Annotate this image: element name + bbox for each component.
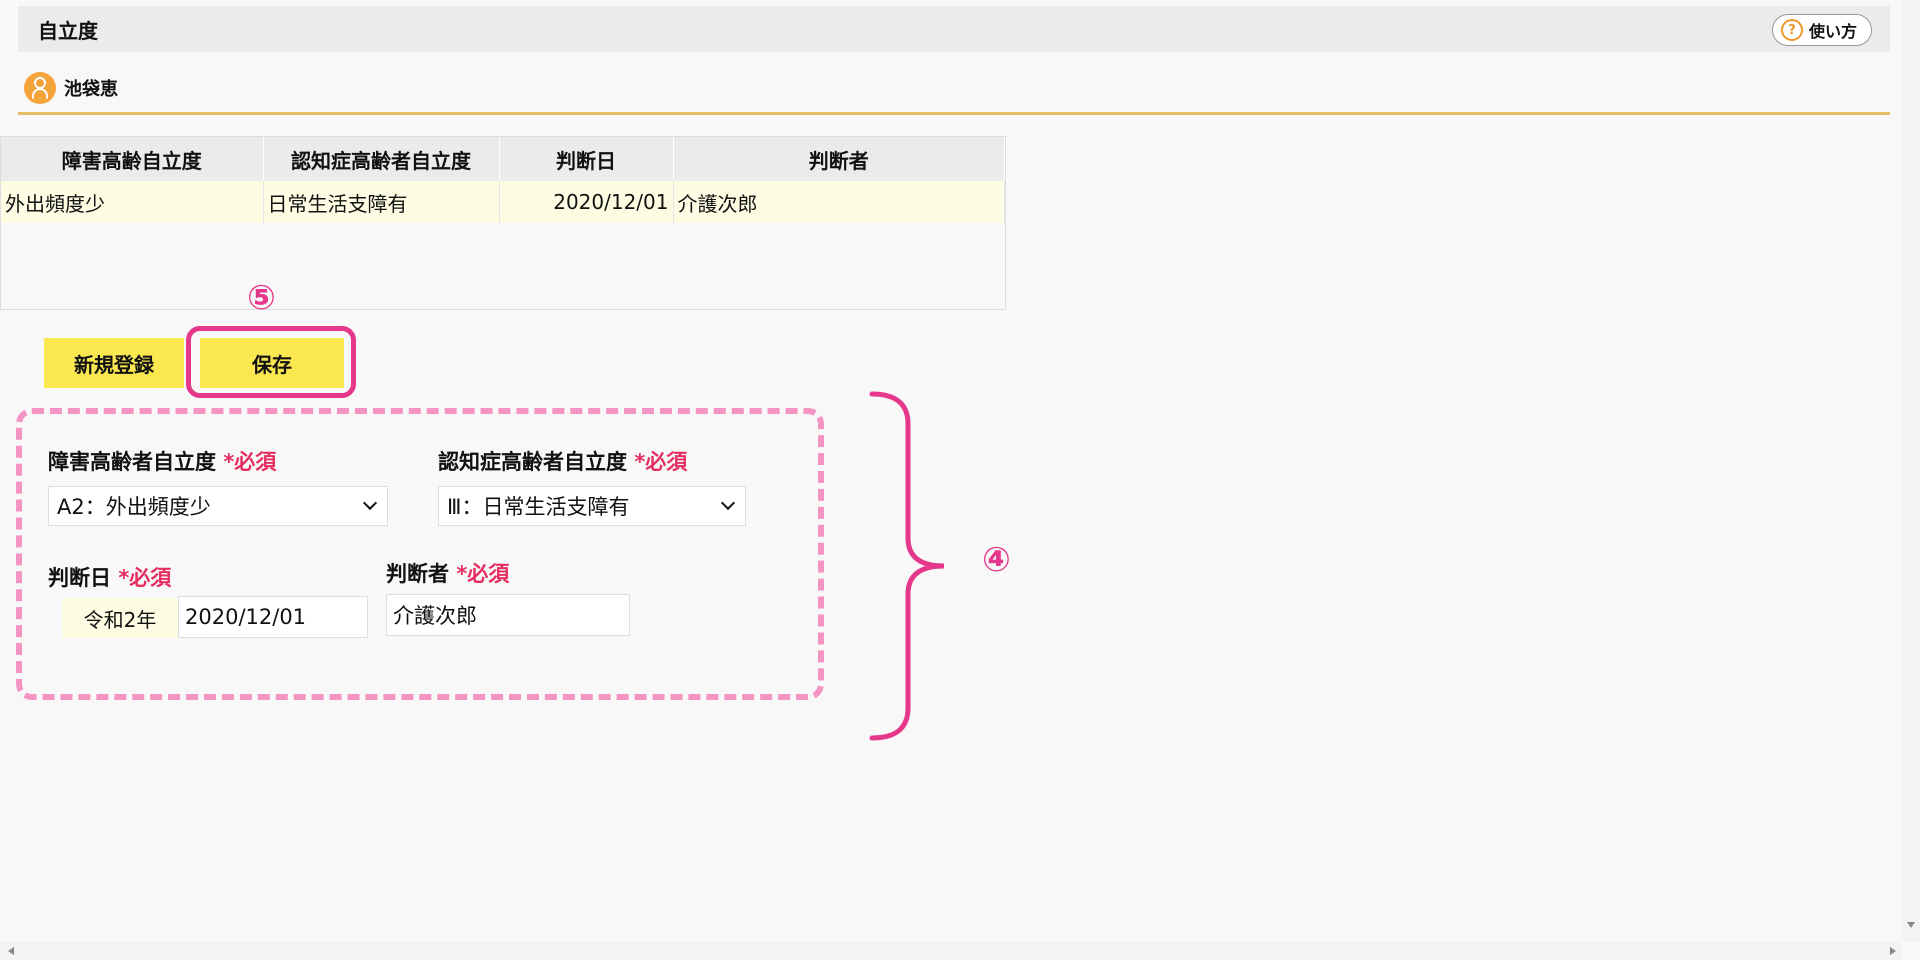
column-header: 判断者 [673, 137, 1005, 181]
disability-level-select[interactable]: A2：外出頻度少 [48, 486, 388, 526]
divider [18, 112, 1890, 115]
required-mark: *必須 [223, 450, 277, 474]
chevron-down-icon [362, 495, 378, 511]
question-icon: ? [1780, 19, 1803, 41]
annotation-dashed-box [16, 408, 824, 700]
scroll-right-icon[interactable] [1890, 947, 1896, 955]
table-cell: 介護次郎 [673, 181, 1005, 223]
help-button-label: 使い方 [1808, 22, 1857, 41]
disability-level-label: 障害高齢者自立度 *必須 [48, 450, 277, 474]
new-registration-button[interactable]: 新規登録 [44, 338, 184, 388]
judge-input[interactable] [386, 594, 630, 636]
table-cell: 2020/12/01 [499, 181, 674, 223]
user-icon [24, 72, 56, 104]
judgment-date-input[interactable] [178, 596, 368, 638]
horizontal-scrollbar[interactable] [0, 942, 1902, 960]
annotation-number-4: ④ [982, 540, 1011, 580]
column-header: 障害高齢自立度 [1, 137, 264, 181]
table-header-row: 障害高齢自立度 認知症高齢者自立度 判断日 判断者 [1, 137, 1005, 181]
scroll-left-icon[interactable] [8, 947, 14, 955]
user-name: 池袋恵 [64, 79, 118, 100]
page-title: 自立度 [38, 18, 98, 43]
scroll-down-icon[interactable] [1907, 922, 1915, 928]
column-header: 判断日 [499, 137, 674, 181]
dementia-level-select[interactable]: Ⅲ：日常生活支障有 [438, 486, 746, 526]
judge-label: 判断者 *必須 [386, 562, 510, 586]
disability-level-value: A2：外出頻度少 [57, 495, 211, 519]
era-label: 令和2年 [62, 598, 178, 638]
table-row[interactable]: 外出頻度少 日常生活支障有 2020/12/01 介護次郎 [1, 181, 1005, 223]
required-mark: *必須 [456, 562, 510, 586]
summary-table: 障害高齢自立度 認知症高齢者自立度 判断日 判断者 外出頻度少 日常生活支障有 … [0, 136, 1006, 310]
annotation-brace [869, 391, 945, 741]
help-button[interactable]: ? 使い方 [1771, 14, 1872, 46]
save-button[interactable]: 保存 [200, 338, 344, 388]
dementia-level-label: 認知症高齢者自立度 *必須 [438, 450, 688, 474]
header-bar: 自立度 ? 使い方 [18, 6, 1890, 52]
annotation-save-highlight [186, 326, 356, 398]
vertical-scrollbar[interactable] [1902, 0, 1920, 942]
dementia-level-value: Ⅲ：日常生活支障有 [447, 495, 630, 519]
column-header: 認知症高齢者自立度 [263, 137, 500, 181]
required-mark: *必須 [634, 450, 688, 474]
table-cell: 外出頻度少 [1, 181, 264, 223]
chevron-down-icon [720, 495, 736, 511]
annotation-number-5: ⑤ [247, 278, 276, 318]
judgment-date-label: 判断日 *必須 [48, 566, 172, 590]
table-cell: 日常生活支障有 [263, 181, 500, 223]
user-row: 池袋恵 [24, 72, 118, 104]
required-mark: *必須 [118, 566, 172, 590]
